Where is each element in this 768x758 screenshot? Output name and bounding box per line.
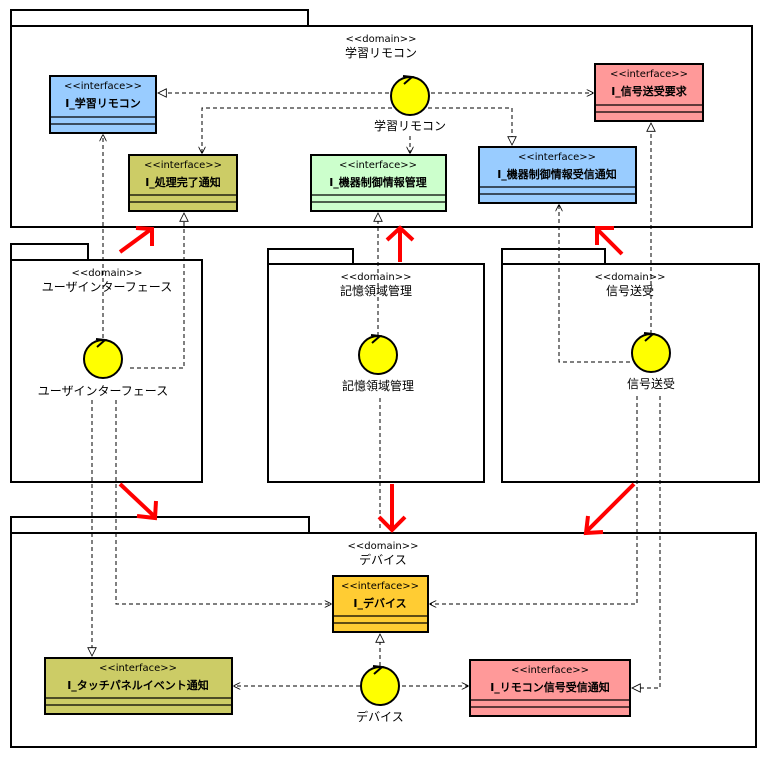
control-device: デバイス — [356, 665, 404, 724]
package-name: 信号送受 — [606, 283, 654, 298]
red-arrow-ui-to-device — [118, 482, 158, 521]
interface-touch-panel-event: <<interface>> I_タッチパネルイベント通知 — [44, 657, 233, 715]
interface-process-complete: <<interface>> I_処理完了通知 — [128, 154, 238, 212]
dependency-lines — [92, 93, 661, 688]
control-signal-transceiver: 信号送受 — [627, 332, 675, 391]
package-stereotype: <<domain>> — [595, 272, 666, 283]
control-name: 学習リモコン — [374, 118, 446, 133]
interface-stereotype: <<interface>> — [341, 581, 419, 592]
package-stereotype: <<domain>> — [72, 268, 143, 279]
red-arrow-storage-to-device — [377, 484, 407, 533]
interface-stereotype: <<interface>> — [144, 160, 222, 171]
control-name: デバイス — [356, 709, 404, 724]
package-stereotype: <<domain>> — [341, 272, 412, 283]
interface-stereotype: <<interface>> — [339, 160, 417, 171]
interface-signal-request: <<interface>> I_信号送受要求 — [594, 63, 704, 122]
control-storage-management: 記憶領域管理 — [342, 334, 414, 393]
control-name: 信号送受 — [627, 376, 675, 391]
package-signal-transceiver: <<domain>> 信号送受 — [501, 248, 760, 483]
interface-name: I_デバイス — [353, 596, 406, 610]
package-name: 学習リモコン — [345, 45, 417, 60]
interface-remote-signal-receive: <<interface>> I_リモコン信号受信通知 — [469, 659, 631, 717]
package-name: ユーザインターフェース — [42, 280, 172, 294]
red-arrow-signal-to-learning — [595, 226, 624, 256]
interface-learning-remote: <<interface>> I_学習リモコン — [49, 75, 157, 134]
interface-name: I_学習リモコン — [65, 96, 141, 110]
package-name: デバイス — [359, 552, 407, 567]
interface-device: <<interface>> I_デバイス — [332, 575, 429, 633]
red-dependency-arrows — [118, 225, 636, 536]
control-learning-remote: 学習リモコン — [374, 75, 446, 133]
package-name: 記憶領域管理 — [340, 283, 412, 298]
control-user-interface: ユーザインターフェース — [38, 338, 168, 398]
interface-name: I_リモコン信号受信通知 — [490, 680, 610, 694]
control-name: ユーザインターフェース — [38, 384, 168, 398]
package-stereotype: <<domain>> — [348, 541, 419, 552]
interface-device-control-receive: <<interface>> I_機器制御情報受信通知 — [478, 146, 637, 204]
interface-stereotype: <<interface>> — [511, 665, 589, 676]
interface-stereotype: <<interface>> — [518, 152, 596, 163]
interface-name: I_処理完了通知 — [145, 175, 221, 189]
interface-name: I_機器制御情報管理 — [329, 175, 427, 189]
red-arrow-ui-to-learning — [118, 226, 154, 254]
control-name: 記憶領域管理 — [342, 378, 414, 393]
red-arrow-storage-to-learning — [385, 225, 415, 262]
interface-name: I_タッチパネルイベント通知 — [67, 678, 209, 692]
red-arrow-signal-to-device — [583, 482, 636, 536]
interface-name: I_信号送受要求 — [611, 84, 688, 98]
interface-name: I_機器制御情報受信通知 — [497, 167, 617, 181]
interface-stereotype: <<interface>> — [99, 663, 177, 674]
interface-stereotype: <<interface>> — [610, 69, 688, 80]
package-stereotype: <<domain>> — [346, 34, 417, 45]
interface-stereotype: <<interface>> — [64, 81, 142, 92]
interface-device-control-info: <<interface>> I_機器制御情報管理 — [310, 154, 447, 212]
